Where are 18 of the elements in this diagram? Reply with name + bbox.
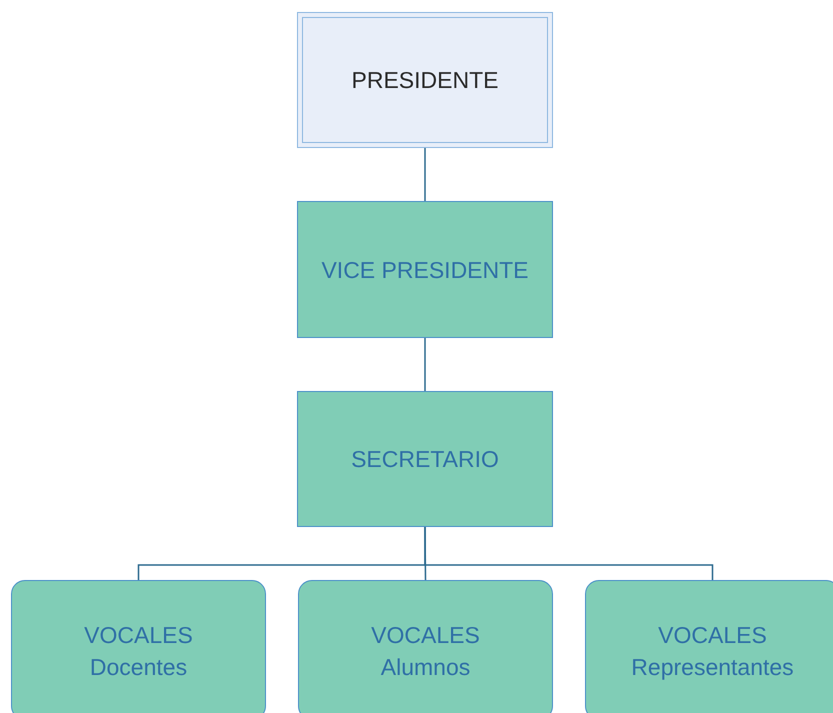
- connector-line: [424, 338, 426, 391]
- role-box: [11, 580, 266, 713]
- role-box: [585, 580, 833, 713]
- role-box: [298, 580, 553, 713]
- role-box: [297, 391, 553, 527]
- role-label: PRESIDENTE: [352, 66, 498, 95]
- role-label: VOCALES: [658, 621, 767, 650]
- connector-line: [424, 148, 426, 201]
- role-label: VOCALES: [371, 621, 480, 650]
- role-box: [297, 201, 553, 338]
- title-box: [297, 12, 553, 148]
- role-label: Representantes: [631, 653, 794, 682]
- connector-line: [424, 527, 714, 580]
- role-label: SECRETARIO: [351, 445, 499, 474]
- role-label: VOCALES: [84, 621, 193, 650]
- role-label: Alumnos: [380, 653, 470, 682]
- role-label: VICE PRESIDENTE: [321, 256, 529, 284]
- role-label: Docentes: [90, 653, 188, 682]
